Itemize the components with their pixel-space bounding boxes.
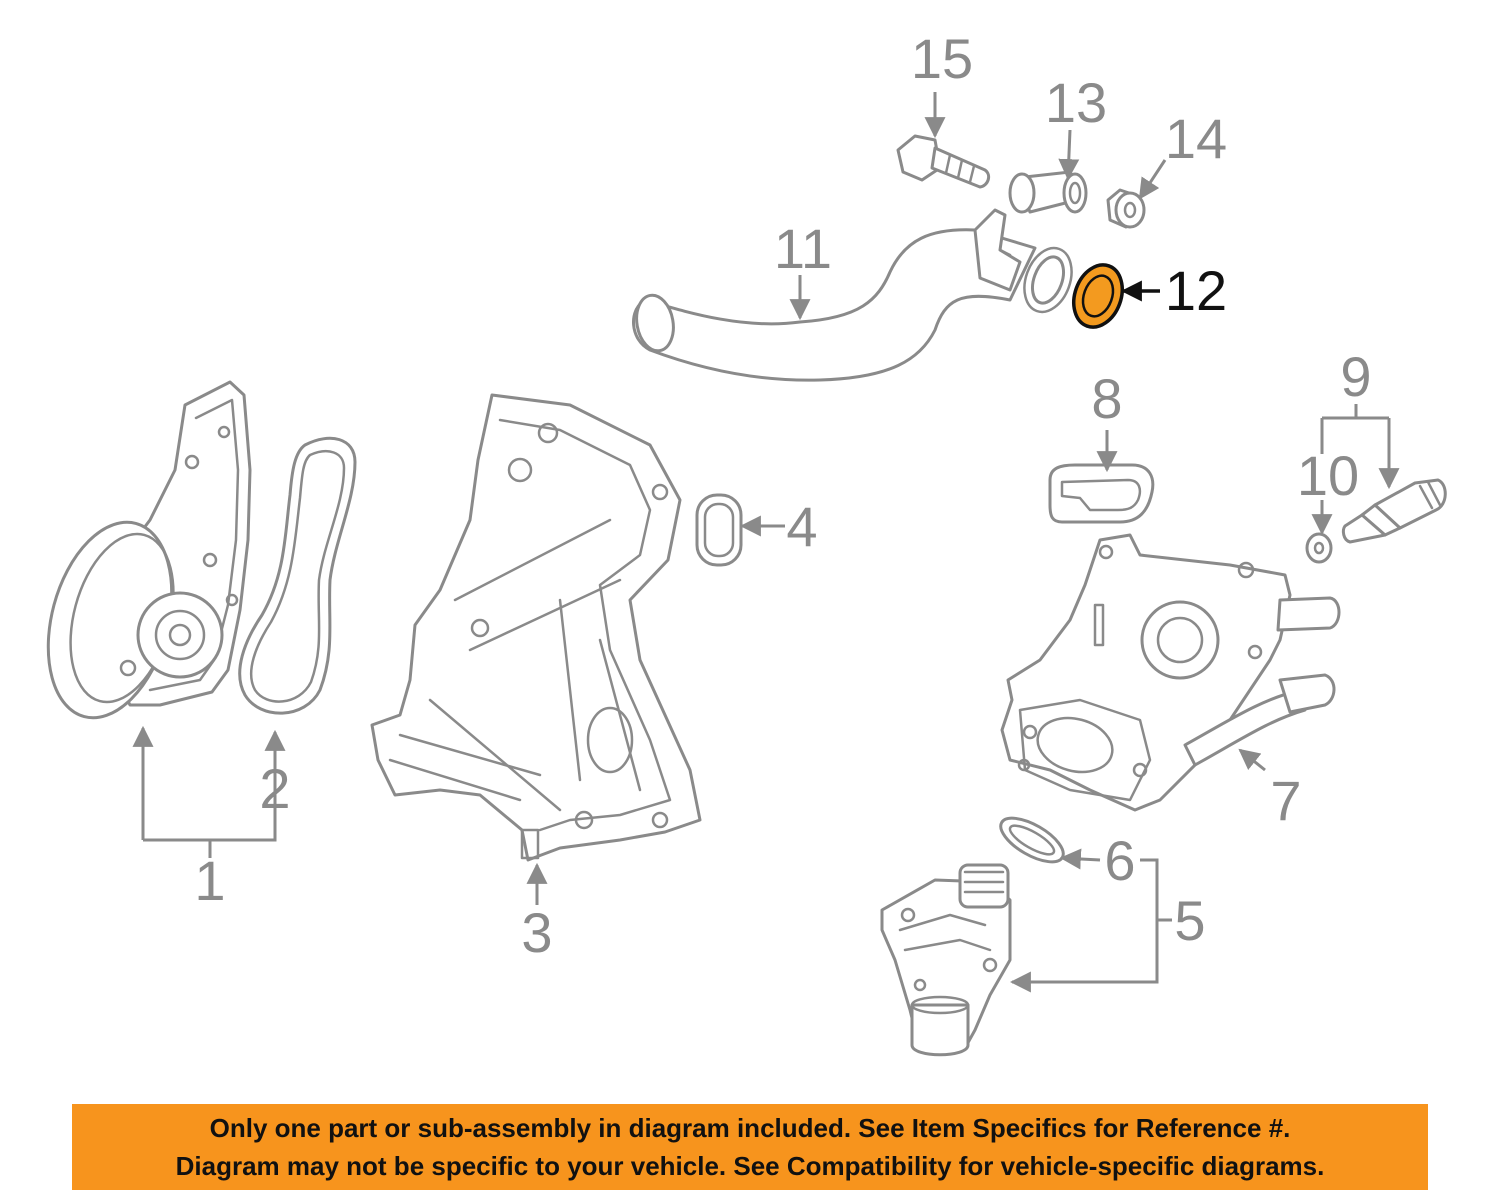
water-outlet-part[interactable] <box>1000 533 1341 812</box>
disclaimer-banner: Only one part or sub-assembly in diagram… <box>72 1104 1428 1190</box>
grommet-part[interactable] <box>1008 170 1088 214</box>
callout-4: 4 <box>786 495 817 558</box>
coolant-hose-part[interactable] <box>632 208 1080 382</box>
callout-15: 15 <box>911 27 973 90</box>
callout-14: 14 <box>1165 107 1227 170</box>
housing-bracket-part[interactable] <box>370 393 702 862</box>
callout-2: 2 <box>259 757 290 820</box>
callout-8: 8 <box>1091 367 1122 430</box>
disclaimer-line-2: Diagram may not be specific to your vehi… <box>175 1151 1325 1181</box>
callout-13: 13 <box>1045 71 1107 134</box>
bolt-part[interactable] <box>896 134 991 189</box>
pump-gasket-part[interactable] <box>238 436 357 715</box>
disclaimer-line-1: Only one part or sub-assembly in diagram… <box>209 1113 1291 1143</box>
callout-9: 9 <box>1340 345 1371 408</box>
hose-o-ring-part-highlighted[interactable] <box>1065 258 1130 334</box>
o-ring-part-4[interactable] <box>695 493 743 567</box>
callout-1: 1 <box>194 849 225 912</box>
callout-10: 10 <box>1297 444 1359 507</box>
thermostat-gasket-part[interactable] <box>994 810 1070 871</box>
callout-3: 3 <box>521 901 552 964</box>
callout-11: 11 <box>774 217 832 280</box>
callout-6: 6 <box>1104 829 1135 892</box>
callout-12: 12 <box>1165 259 1227 322</box>
water-pump-part[interactable] <box>28 380 252 732</box>
callout-7: 7 <box>1270 769 1301 832</box>
callout-5: 5 <box>1174 889 1205 952</box>
parts-diagram: 1 2 3 4 5 6 7 8 9 10 11 12 13 14 15 <box>28 27 1447 1057</box>
leader-lines <box>132 92 1389 993</box>
outlet-gasket-part[interactable] <box>1048 463 1155 524</box>
nut-part[interactable] <box>1106 188 1146 229</box>
sensor-washer-part[interactable] <box>1305 532 1333 564</box>
thermostat-housing-part[interactable] <box>880 863 1012 1057</box>
